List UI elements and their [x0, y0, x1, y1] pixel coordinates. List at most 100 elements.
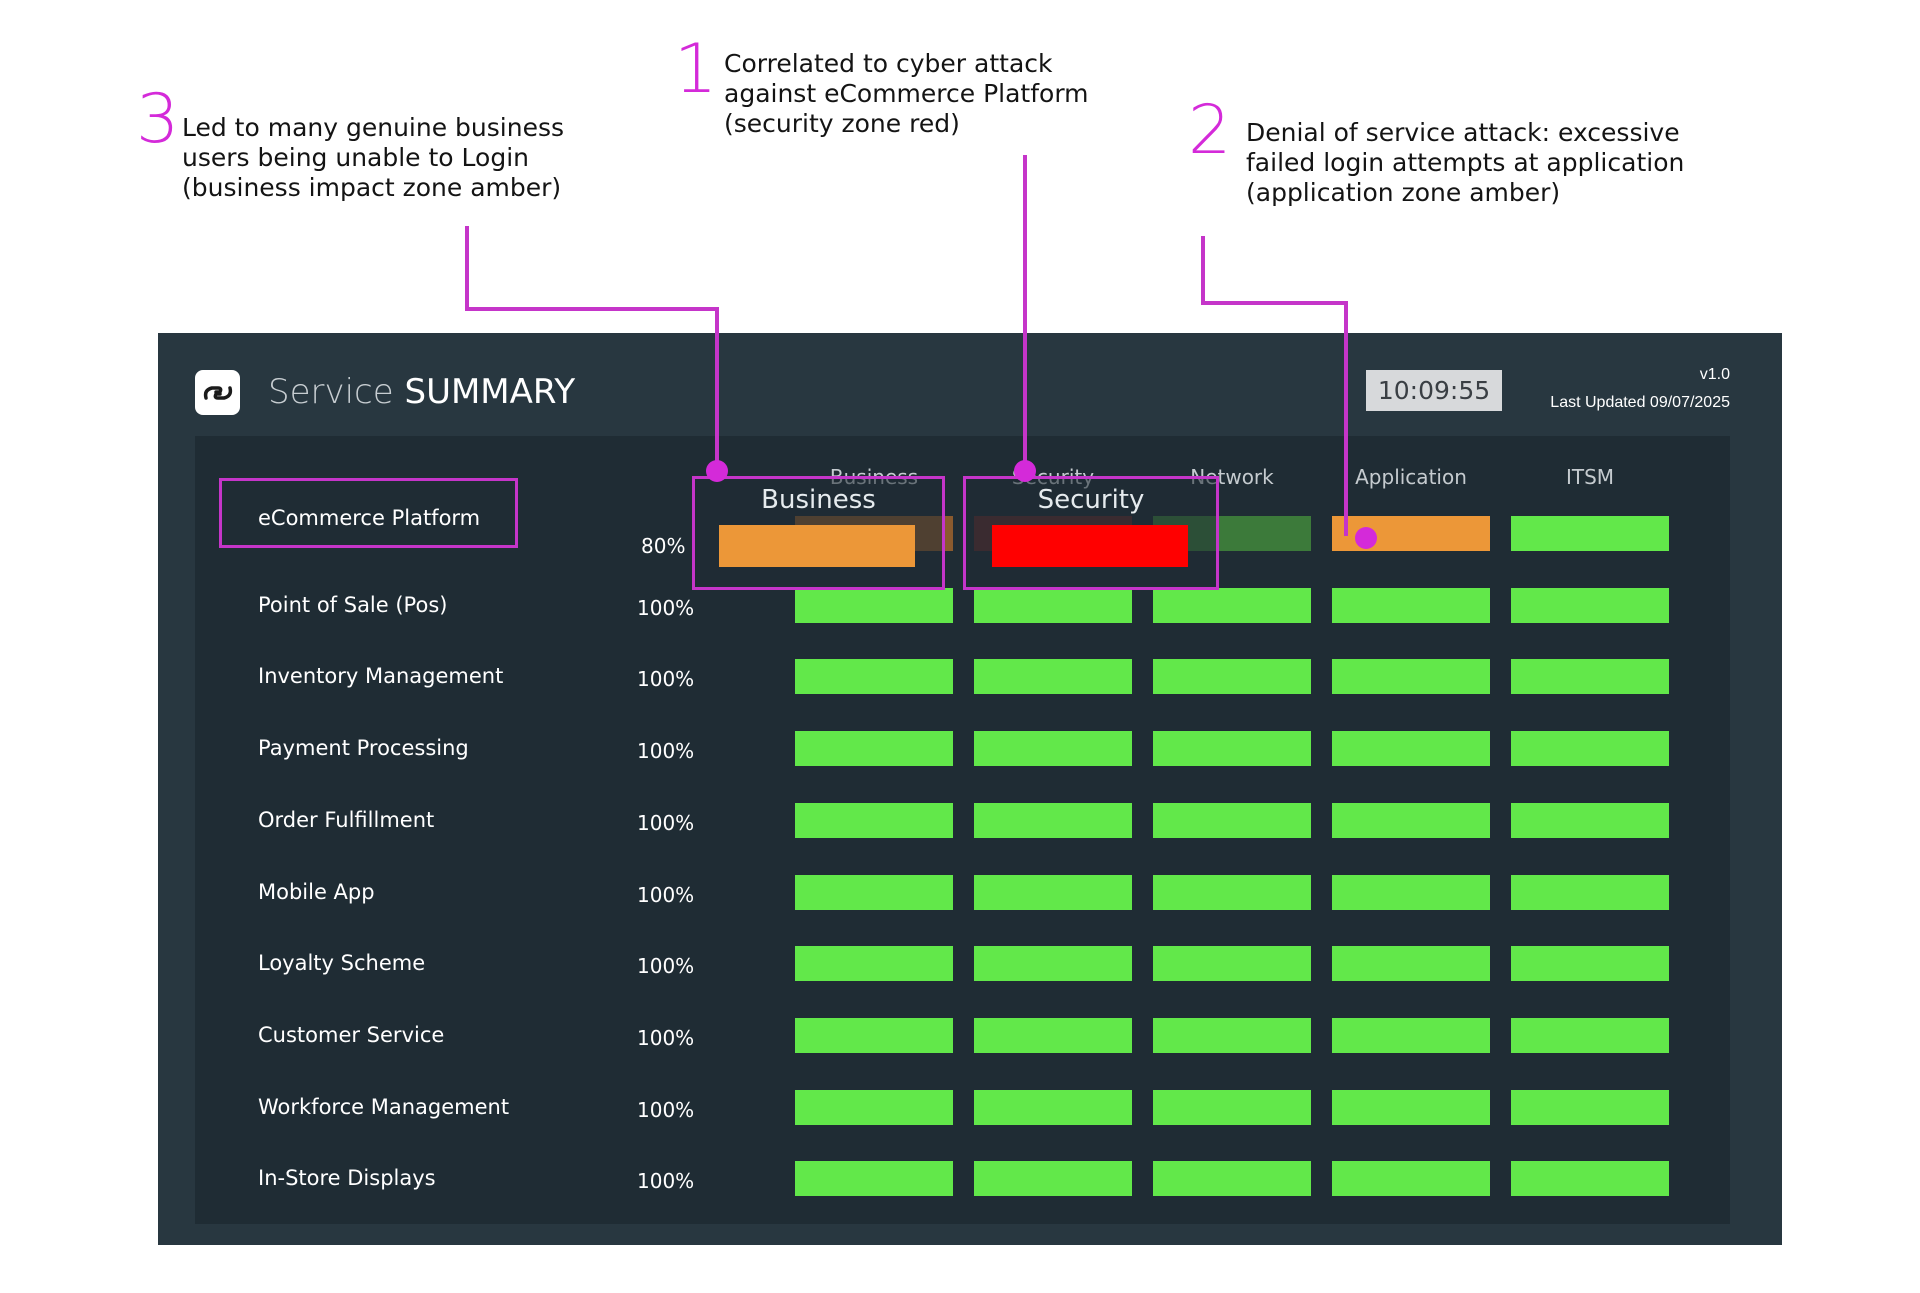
- annotation-1-text: Correlated to cyber attack against eComm…: [724, 49, 1089, 139]
- status-cell-itsm[interactable]: [1511, 1161, 1669, 1197]
- status-cell-business[interactable]: [795, 587, 953, 623]
- status-cell-security[interactable]: [974, 1017, 1132, 1053]
- annotation-1-number: 1: [674, 30, 718, 109]
- annotation-2-number: 2: [1188, 91, 1232, 170]
- status-cell-business[interactable]: [795, 802, 953, 838]
- status-cell-business[interactable]: [795, 1161, 953, 1197]
- status-cell-security[interactable]: [974, 731, 1132, 767]
- service-row-availability: 80%: [641, 534, 686, 558]
- annotation-1-line-3: (security zone red): [724, 109, 960, 138]
- service-row-availability: 100%: [637, 1097, 695, 1122]
- status-cell-network[interactable]: [1153, 874, 1311, 910]
- status-cell-itsm[interactable]: [1511, 587, 1669, 623]
- status-cell-network[interactable]: [1153, 802, 1311, 838]
- status-cell-itsm[interactable]: [1511, 659, 1669, 695]
- annotation-2-line-2: failed login attempts at application: [1246, 148, 1685, 177]
- service-row-name: Point of Sale (Pos): [258, 592, 448, 617]
- service-row-name: eCommerce Platform: [258, 506, 481, 530]
- status-cell-network[interactable]: [1153, 659, 1311, 695]
- status-cell-business[interactable]: [795, 946, 953, 982]
- status-cell-security[interactable]: [974, 802, 1132, 838]
- service-row-availability: 100%: [637, 1025, 695, 1050]
- status-cell-application[interactable]: [1332, 802, 1490, 838]
- connector-dot-security: [1014, 460, 1036, 482]
- service-row-availability: 100%: [637, 810, 695, 835]
- service-row-availability: 100%: [637, 954, 695, 979]
- status-cell-application[interactable]: [1332, 659, 1490, 695]
- zoom-cell-business-amber: [719, 525, 915, 567]
- status-cell-itsm[interactable]: [1511, 874, 1669, 910]
- connector-dot-application: [1355, 527, 1377, 549]
- service-row-name: Mobile App: [258, 879, 375, 904]
- app-logo: [195, 370, 240, 415]
- status-cell-security[interactable]: [974, 587, 1132, 623]
- service-row-availability: 100%: [637, 595, 695, 620]
- service-row-name: Customer Service: [258, 1022, 445, 1047]
- status-cell-itsm[interactable]: [1511, 1089, 1669, 1125]
- status-cell-application[interactable]: [1332, 874, 1490, 910]
- connector-dot-business: [706, 460, 728, 482]
- status-cell-network[interactable]: [1153, 587, 1311, 623]
- status-cell-application[interactable]: [1332, 1017, 1490, 1053]
- status-cell-application[interactable]: [1332, 731, 1490, 767]
- annotation-3-number: 3: [136, 80, 180, 159]
- annotation-2-line-1: Denial of service attack: excessive: [1246, 118, 1680, 147]
- service-row-availability: 100%: [637, 1169, 695, 1194]
- service-row-name: Payment Processing: [258, 736, 469, 761]
- status-cell-application[interactable]: [1332, 1161, 1490, 1197]
- status-cell-security[interactable]: [974, 659, 1132, 695]
- status-cell-business[interactable]: [795, 731, 953, 767]
- annotation-3-text: Led to many genuine business users being…: [182, 113, 564, 203]
- annotation-2-text: Denial of service attack: excessive fail…: [1246, 118, 1684, 208]
- status-cell-security[interactable]: [974, 874, 1132, 910]
- status-cell-application[interactable]: [1332, 587, 1490, 623]
- status-cell-security[interactable]: [974, 1161, 1132, 1197]
- status-cell-security[interactable]: [974, 946, 1132, 982]
- page-title-main: SUMMARY: [404, 372, 576, 412]
- status-cell-business[interactable]: [795, 874, 953, 910]
- status-cell-application[interactable]: [1332, 1089, 1490, 1125]
- status-cell-network[interactable]: [1153, 946, 1311, 982]
- highlight-box-ecommerce: [219, 478, 518, 548]
- status-cell-network[interactable]: [1153, 731, 1311, 767]
- column-header-application: Application: [1355, 465, 1467, 489]
- connector-3: [465, 226, 719, 470]
- status-cell-business[interactable]: [795, 1017, 953, 1053]
- status-cell-itsm[interactable]: [1511, 1017, 1669, 1053]
- annotation-3-line-3: (business impact zone amber): [182, 173, 562, 202]
- page-title: Service SUMMARY: [268, 372, 575, 412]
- status-cell-application[interactable]: [1332, 946, 1490, 982]
- service-row-name: Order Fulfillment: [258, 807, 435, 832]
- connector-2: [1201, 236, 1348, 536]
- zoom-label-security: Security: [1037, 485, 1145, 515]
- link-logo-icon: [203, 385, 232, 400]
- clock-display: 10:09:55: [1366, 370, 1502, 411]
- service-row-availability: 100%: [637, 882, 695, 907]
- service-row-availability: 100%: [637, 667, 695, 692]
- zoom-cell-security-red: [992, 525, 1188, 567]
- annotation-1-line-1: Correlated to cyber attack: [724, 49, 1053, 78]
- annotation-1-line-2: against eCommerce Platform: [724, 79, 1089, 108]
- zoom-label-business: Business: [761, 485, 876, 515]
- status-cell-itsm[interactable]: [1511, 731, 1669, 767]
- status-cell-business[interactable]: [795, 1089, 953, 1125]
- status-cell-network[interactable]: [1153, 1161, 1311, 1197]
- status-cell-business[interactable]: [795, 659, 953, 695]
- service-row-name: In-Store Displays: [258, 1166, 436, 1191]
- status-cell-security[interactable]: [974, 1089, 1132, 1125]
- annotation-3-line-1: Led to many genuine business: [182, 113, 565, 142]
- page-title-prefix: Service: [268, 372, 394, 412]
- status-cell-network[interactable]: [1153, 1017, 1311, 1053]
- status-cell-itsm[interactable]: [1511, 802, 1669, 838]
- annotation-2-line-3: (application zone amber): [1246, 178, 1561, 207]
- status-cell-itsm[interactable]: [1511, 516, 1669, 551]
- service-row-name: Workforce Management: [258, 1094, 510, 1119]
- column-header-itsm: ITSM: [1565, 465, 1615, 489]
- service-row-availability: 100%: [637, 739, 695, 764]
- status-cell-network[interactable]: [1153, 1089, 1311, 1125]
- status-cell-itsm[interactable]: [1511, 946, 1669, 982]
- service-row-name: Loyalty Scheme: [258, 951, 426, 976]
- version-label: v1.0: [1699, 366, 1730, 383]
- service-row-name: Inventory Management: [258, 664, 504, 689]
